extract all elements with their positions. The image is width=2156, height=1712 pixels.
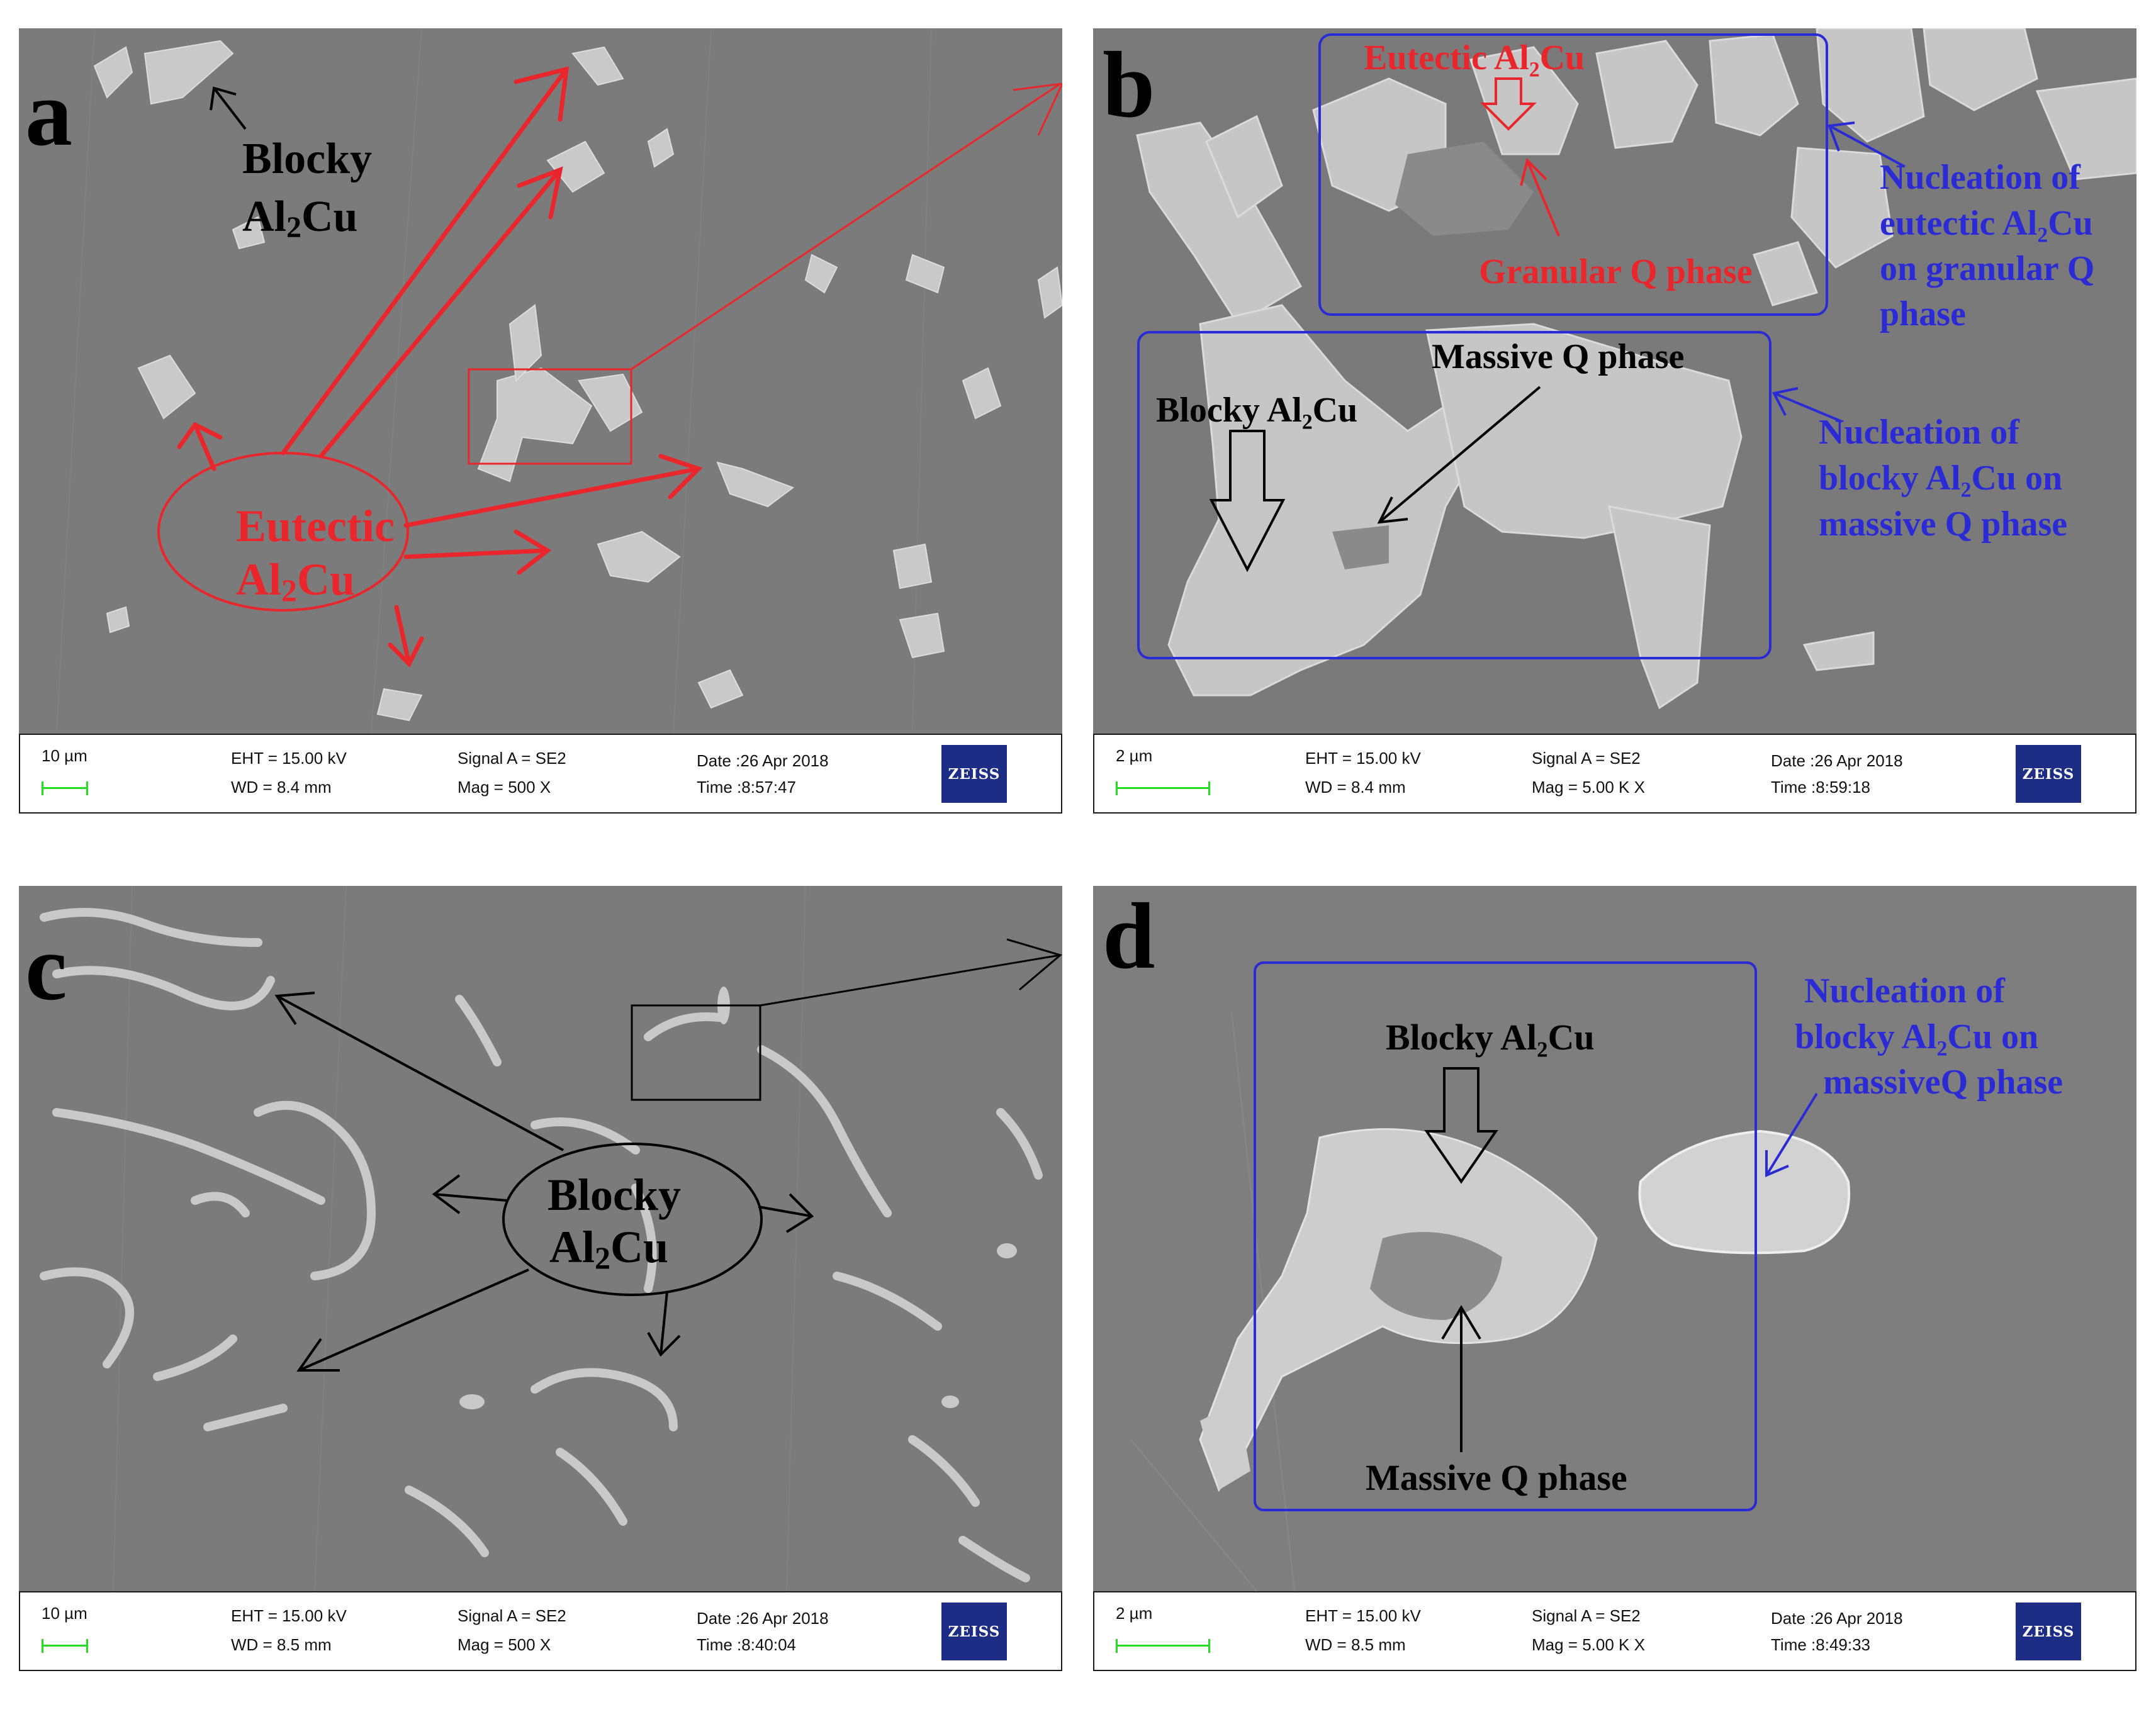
panel-letter: a bbox=[25, 61, 72, 165]
time: Time :8:40:04 bbox=[697, 1635, 797, 1654]
zoom-box-a bbox=[468, 368, 632, 465]
panel-c: c Blocky Al2Cu 10 µm EHT = 15.00 kV WD =… bbox=[19, 886, 1062, 1671]
date: Date :26 Apr 2018 bbox=[697, 1609, 829, 1628]
signal: Signal A = SE2 bbox=[1532, 1606, 1641, 1625]
sem-micrograph-d: d Blocky Al₂Cu Massive Q phase Nucleatio… bbox=[1093, 886, 2136, 1591]
phase-networks bbox=[40, 908, 1043, 1582]
box-eutectic-nucleation bbox=[1318, 33, 1828, 316]
wd: WD = 8.5 mm bbox=[1305, 1635, 1406, 1654]
sem-databar-a: 10 µm EHT = 15.00 kV WD = 8.4 mm Signal … bbox=[19, 734, 1062, 814]
wd: WD = 8.4 mm bbox=[231, 778, 332, 797]
eutectic-label-line2: Al2Cu bbox=[236, 554, 355, 608]
granular-q-label: Granular Q phase bbox=[1479, 252, 1753, 291]
eutectic-al2cu-label: Eutectic Al₂Cu bbox=[1364, 38, 1585, 77]
panel-b: b Eutectic Al₂Cu Granular Q phase Nuclea… bbox=[1093, 28, 2136, 814]
nucleation-eutectic-line1: Nucleation of bbox=[1880, 158, 2081, 197]
mag: Mag = 5.00 K X bbox=[1532, 778, 1645, 797]
nucleation-line2: blocky Al₂Cu on bbox=[1795, 1017, 2038, 1056]
date: Date :26 Apr 2018 bbox=[697, 751, 829, 770]
sem-databar-c: 10 µm EHT = 15.00 kV WD = 8.5 mm Signal … bbox=[19, 1591, 1062, 1671]
signal: Signal A = SE2 bbox=[458, 1606, 566, 1625]
box-blocky-nucleation bbox=[1137, 331, 1771, 659]
scale-label: 2 µm bbox=[1116, 1604, 1153, 1623]
blocky-label-line1: Blocky bbox=[547, 1170, 681, 1220]
panel-letter: b bbox=[1103, 33, 1155, 137]
wd: WD = 8.5 mm bbox=[231, 1635, 332, 1654]
scale-bar bbox=[1116, 1639, 1210, 1653]
blocky-label-line1: Blocky bbox=[242, 135, 372, 183]
scale-bar bbox=[1116, 781, 1210, 795]
time: Time :8:59:18 bbox=[1771, 778, 1871, 797]
sem-micrograph-b: b Eutectic Al₂Cu Granular Q phase Nuclea… bbox=[1093, 28, 2136, 734]
scale-bar bbox=[42, 781, 88, 795]
nucleation-blocky-line3: massive Q phase bbox=[1819, 505, 2067, 544]
date: Date :26 Apr 2018 bbox=[1771, 1609, 1903, 1628]
nucleation-line1: Nucleation of bbox=[1804, 971, 2006, 1010]
sem-micrograph-c: c Blocky Al2Cu bbox=[19, 886, 1062, 1591]
blocky-label-line2: Al2Cu bbox=[242, 193, 357, 244]
eht: EHT = 15.00 kV bbox=[231, 749, 347, 768]
wd: WD = 8.4 mm bbox=[1305, 778, 1406, 797]
massive-q-label: Massive Q phase bbox=[1366, 1457, 1627, 1498]
signal: Signal A = SE2 bbox=[1532, 749, 1641, 768]
panel-letter: d bbox=[1103, 886, 1155, 988]
blocky-ellipse bbox=[502, 1143, 763, 1296]
scale-label: 10 µm bbox=[42, 746, 87, 765]
time: Time :8:57:47 bbox=[697, 778, 797, 797]
eht: EHT = 15.00 kV bbox=[1305, 749, 1421, 768]
phase-particles bbox=[459, 987, 1017, 1409]
zeiss-logo: ZEISS bbox=[941, 745, 1007, 803]
nucleation-eutectic-line2: eutectic Al₂Cu bbox=[1880, 204, 2093, 243]
mag: Mag = 5.00 K X bbox=[1532, 1635, 1645, 1654]
zeiss-logo: ZEISS bbox=[2016, 745, 2081, 803]
panel-a: a Blocky Al2Cu Eutectic Al2Cu 10 µm EHT … bbox=[19, 28, 1062, 814]
zeiss-logo: ZEISS bbox=[2016, 1603, 2081, 1660]
signal: Signal A = SE2 bbox=[458, 749, 566, 768]
nucleation-eutectic-line3: on granular Q bbox=[1880, 249, 2094, 288]
phase-particles bbox=[93, 40, 1062, 722]
nucleation-eutectic-line4: phase bbox=[1880, 294, 1966, 333]
sem-micrograph-a: a Blocky Al2Cu Eutectic Al2Cu bbox=[19, 28, 1062, 734]
blocky-al2cu-label: Blocky Al₂Cu bbox=[1156, 391, 1357, 430]
date: Date :26 Apr 2018 bbox=[1771, 751, 1903, 770]
time: Time :8:49:33 bbox=[1771, 1635, 1871, 1654]
nucleation-blocky-line2: blocky Al₂Cu on bbox=[1819, 459, 2062, 498]
dark-pockets bbox=[1332, 142, 1534, 569]
blocky-arrows bbox=[274, 992, 814, 1372]
eht: EHT = 15.00 kV bbox=[231, 1606, 347, 1625]
panel-letter: c bbox=[25, 915, 67, 1020]
nucleation-line3: massiveQ phase bbox=[1823, 1063, 2063, 1102]
eutectic-label-line1: Eutectic bbox=[236, 501, 395, 551]
massive-q-label: Massive Q phase bbox=[1432, 337, 1684, 376]
sem-databar-b: 2 µm EHT = 15.00 kV WD = 8.4 mm Signal A… bbox=[1093, 734, 2136, 814]
zeiss-logo: ZEISS bbox=[941, 1603, 1007, 1660]
mag: Mag = 500 X bbox=[458, 1635, 551, 1654]
nucleation-blocky-line1: Nucleation of bbox=[1819, 413, 2020, 452]
mag: Mag = 500 X bbox=[458, 778, 551, 797]
phase-regions bbox=[1199, 1128, 1851, 1492]
eutectic-arrows bbox=[177, 66, 703, 668]
blocky-al2cu-label: Blocky Al₂Cu bbox=[1386, 1017, 1595, 1058]
panel-d: d Blocky Al₂Cu Massive Q phase Nucleatio… bbox=[1093, 886, 2136, 1671]
scale-bar bbox=[42, 1639, 88, 1653]
box-nucleation bbox=[1254, 961, 1757, 1511]
scale-label: 10 µm bbox=[42, 1604, 87, 1623]
scale-label: 2 µm bbox=[1116, 746, 1153, 765]
eht: EHT = 15.00 kV bbox=[1305, 1606, 1421, 1625]
sem-databar-d: 2 µm EHT = 15.00 kV WD = 8.5 mm Signal A… bbox=[1093, 1591, 2136, 1671]
blocky-label-line2: Al2Cu bbox=[549, 1222, 668, 1275]
zoom-box-c bbox=[631, 1004, 761, 1101]
